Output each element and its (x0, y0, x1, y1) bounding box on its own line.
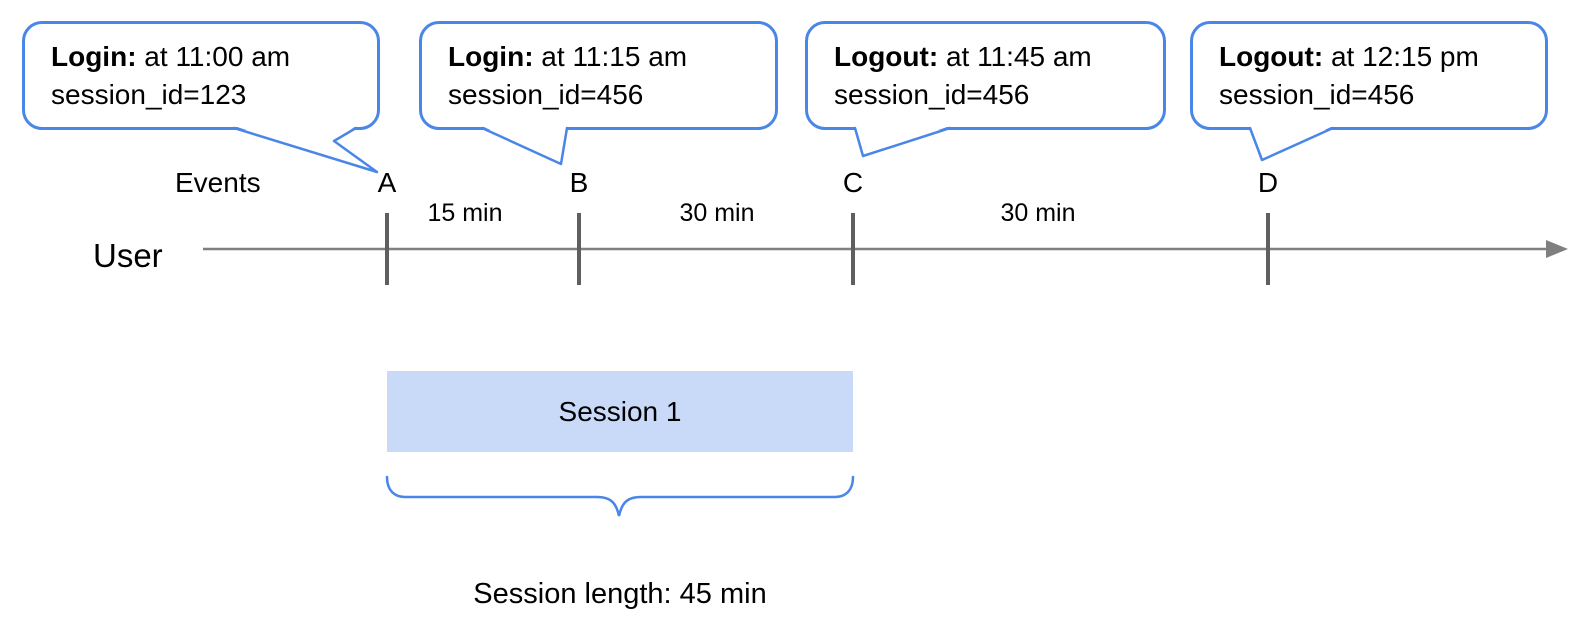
callout-logout-d-text: Logout: at 12:15 pm session_id=456 (1193, 24, 1545, 114)
timeline-arrowhead-icon (1546, 240, 1568, 258)
user-axis-label: User (93, 237, 163, 274)
interval-c-d: 30 min (1000, 199, 1076, 227)
event-session-id: session_id=456 (1219, 79, 1415, 110)
callout-login-b: Login: at 11:15 am session_id=456 (419, 21, 778, 130)
callout-tail-c-edge (853, 126, 952, 158)
event-session-id: session_id=456 (834, 79, 1030, 110)
session-1-box: Session 1 (387, 371, 853, 452)
event-type-label: Login: (51, 41, 137, 72)
event-type-label: Login: (448, 41, 534, 72)
session-length-brace (385, 475, 855, 517)
callout-tail-c (855, 126, 950, 156)
callout-login-a-text: Login: at 11:00 am session_id=123 (25, 24, 377, 114)
event-time: at 11:15 am (533, 41, 688, 72)
event-marker-b: B (569, 167, 589, 198)
callout-logout-d: Logout: at 12:15 pm session_id=456 (1190, 21, 1548, 130)
callout-login-b-text: Login: at 11:15 am session_id=456 (422, 24, 775, 114)
event-marker-c: C (842, 167, 864, 198)
session-length-label: Session length: 45 min (473, 578, 767, 610)
event-session-id: session_id=123 (51, 79, 247, 110)
interval-a-b: 15 min (427, 199, 503, 227)
event-time: at 11:45 am (938, 41, 1092, 72)
callout-tail-a-edge (232, 126, 379, 174)
event-time: at 12:15 pm (1323, 41, 1479, 72)
callout-tail-a (234, 126, 377, 172)
event-type-label: Logout: (834, 41, 939, 72)
interval-b-c: 30 min (679, 199, 755, 227)
event-marker-a: A (377, 167, 397, 198)
events-label: Events (175, 167, 261, 198)
callout-tail-d-edge (1248, 126, 1335, 162)
callout-logout-c: Logout: at 11:45 am session_id=456 (805, 21, 1166, 130)
callout-tail-d (1250, 126, 1333, 160)
session-1-label: Session 1 (558, 395, 682, 427)
event-marker-d: D (1257, 167, 1279, 198)
event-type-label: Logout: (1219, 41, 1324, 72)
callout-logout-c-text: Logout: at 11:45 am session_id=456 (808, 24, 1163, 114)
event-session-id: session_id=456 (448, 79, 644, 110)
callout-tail-b-edge (480, 126, 569, 166)
callout-tail-b (482, 126, 567, 164)
event-time: at 11:00 am (136, 41, 291, 72)
callout-login-a: Login: at 11:00 am session_id=123 (22, 21, 380, 130)
